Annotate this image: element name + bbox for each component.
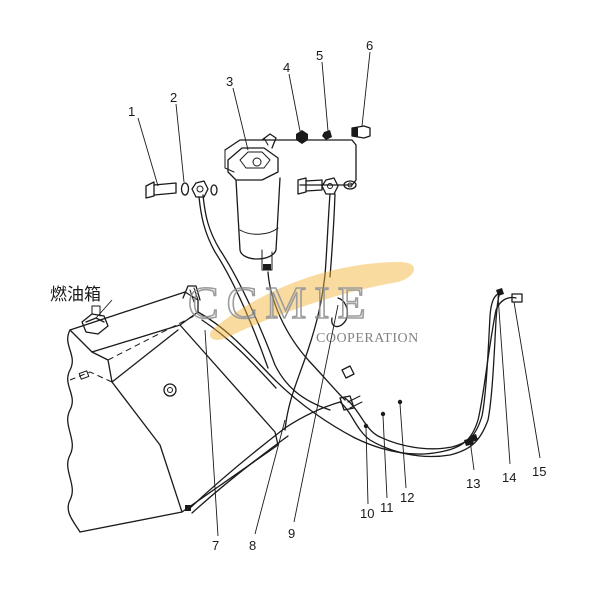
bolt-head-1	[145, 181, 155, 199]
tank-window	[78, 370, 90, 380]
fitting-14	[496, 288, 504, 296]
nut-left	[191, 180, 209, 198]
callouts: 1 2 3 4 5 6 7 8 9 10 11 12 13 14 15 燃油箱	[50, 38, 546, 553]
hardware-left	[145, 180, 218, 199]
washer-2	[180, 182, 190, 196]
fuel-line-outlet	[284, 193, 331, 431]
callout-6: 6	[366, 38, 373, 53]
filler-cap	[81, 305, 109, 335]
callout-14: 14	[502, 470, 516, 485]
hardware-right	[297, 177, 357, 195]
washer-right	[343, 180, 357, 190]
clamp-top	[341, 365, 355, 379]
pipe-bend	[331, 297, 349, 328]
filter-vent-screw	[261, 133, 277, 149]
watermark: CCMIE COOPERATION	[187, 262, 419, 346]
fuel-tank-label: 燃油箱	[50, 285, 101, 305]
callout-1: 1	[128, 104, 135, 119]
callout-11: 11	[380, 500, 394, 515]
callout-4: 4	[283, 60, 290, 75]
tank-break-line	[67, 329, 81, 533]
tank-drain-fitting	[185, 505, 191, 511]
tank-hidden-edge-1	[107, 314, 197, 361]
tank-top-fitting	[182, 285, 201, 301]
leader-lines	[95, 51, 541, 537]
tank-bevel	[91, 329, 179, 383]
fuel-line-inlet	[202, 194, 331, 411]
callout-8: 8	[249, 538, 256, 553]
fuel-gauge	[163, 383, 177, 397]
watermark-swoosh	[209, 262, 415, 341]
fuel-tank	[67, 285, 279, 533]
watermark-brand: CCMIE	[188, 277, 374, 328]
filter-bowl	[235, 177, 281, 260]
callout-2: 2	[170, 90, 177, 105]
clip-11	[380, 411, 386, 417]
fuel-line-lower	[189, 401, 341, 509]
tank-return-line	[197, 311, 356, 439]
callout-12: 12	[400, 490, 414, 505]
clip-10	[363, 423, 369, 429]
fitting-15	[511, 293, 523, 303]
watermark-subtitle: COOPERATION	[316, 331, 419, 346]
filter-head	[227, 147, 279, 181]
tank-hidden-edge-2	[69, 371, 113, 383]
callout-9: 9	[288, 526, 295, 541]
clip-12	[397, 399, 403, 405]
bolt-head-right	[297, 177, 307, 195]
callout-3: 3	[226, 74, 233, 89]
fuel-line-right-2	[354, 296, 517, 455]
callout-7: 7	[212, 538, 219, 553]
tank-front-edge	[179, 324, 279, 513]
fuel-filter-assembly	[224, 133, 357, 271]
callout-13: 13	[466, 476, 480, 491]
callout-15: 15	[532, 464, 546, 479]
nut-4	[296, 130, 308, 144]
hardware-top	[296, 125, 371, 144]
callout-5: 5	[316, 48, 323, 63]
washer-5	[322, 130, 332, 140]
fuel-line-right-1	[339, 291, 501, 458]
tank-lower-edge	[79, 381, 183, 533]
callout-10: 10	[360, 506, 374, 521]
filter-bracket	[224, 139, 357, 186]
